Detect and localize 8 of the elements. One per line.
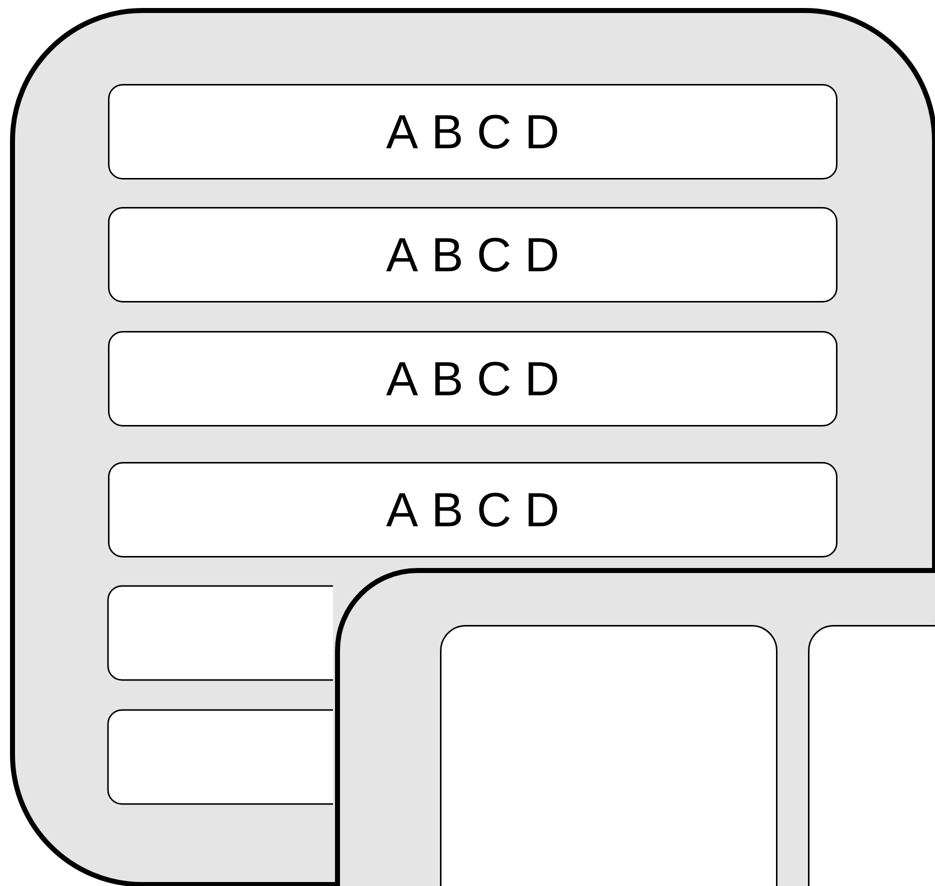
row-box: A B C D <box>108 331 838 426</box>
row-box <box>107 585 334 681</box>
tile-box <box>440 625 778 886</box>
tile-box <box>808 625 935 886</box>
row-box: A B C D <box>108 207 838 302</box>
row-box: A B C D <box>108 84 838 180</box>
row-box: A B C D <box>108 462 838 558</box>
row-box <box>107 709 334 805</box>
